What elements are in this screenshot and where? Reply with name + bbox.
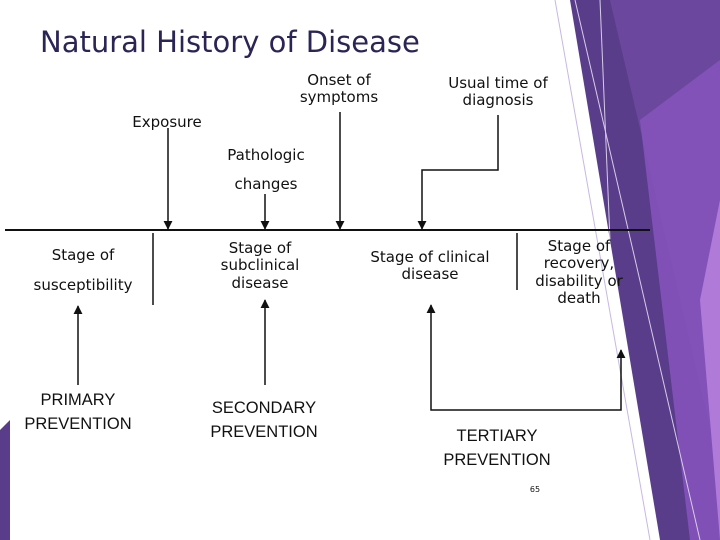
- slide-number: 65: [529, 485, 541, 494]
- stage-susceptibility-label-line1: Stage of: [51, 246, 115, 264]
- stage-subclinical-label: Stage of subclinical disease: [220, 239, 300, 292]
- page-title: Natural History of Disease: [40, 25, 420, 59]
- stage-susceptibility-label-line2: susceptibility: [33, 276, 133, 294]
- onset-of-symptoms-label: Onset of symptoms: [299, 71, 379, 107]
- tertiary-prevention-bracket: [426, 304, 626, 411]
- primary-prevention-label: PRIMARY PREVENTION: [24, 391, 132, 433]
- stage-recovery-label: Stage of recovery, disability or death: [535, 237, 623, 307]
- pathologic-changes-label-line1: Pathologic: [227, 146, 305, 164]
- usual-time-of-diagnosis-label: Usual time of diagnosis: [448, 74, 548, 110]
- stage-clinical-label: Stage of clinical disease: [370, 248, 490, 284]
- diagnosis-arrow: [417, 115, 499, 230]
- exposure-label: Exposure: [132, 113, 202, 131]
- secondary-prevention-label: SECONDARY PREVENTION: [210, 399, 318, 441]
- pathologic-changes-label-line2: changes: [234, 175, 298, 193]
- tertiary-prevention-label: TERTIARY PREVENTION: [443, 427, 551, 469]
